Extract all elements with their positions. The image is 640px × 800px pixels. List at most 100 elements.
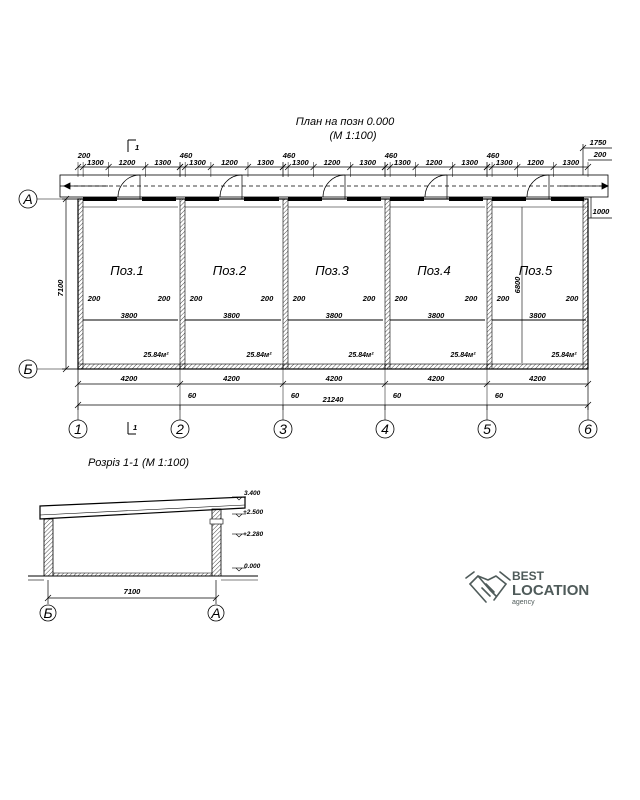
section-mark-top: [127, 139, 136, 152]
svg-text:А: А: [22, 191, 32, 207]
gate-swing: [526, 174, 550, 198]
top-dim-segment: 1300: [189, 158, 207, 167]
wall-left: [486, 198, 493, 370]
unit-area: 25.84м²: [245, 352, 272, 359]
axis-number: 3: [279, 421, 287, 437]
inner-dim-right: 200: [464, 294, 478, 303]
top-dim-segment: 1300: [257, 158, 275, 167]
wall-left: [282, 198, 289, 370]
module-dim: 4200: [325, 374, 344, 383]
wall-right: [582, 198, 589, 370]
axis-marker-5: 5: [477, 405, 497, 439]
dim-200-right: 200: [593, 150, 607, 159]
inner-dim-right: 200: [362, 294, 376, 303]
axis-marker-6: 6: [578, 405, 598, 439]
axis-number: 6: [584, 421, 592, 437]
inner-dim-left: 200: [292, 294, 306, 303]
wall-left: [77, 198, 84, 370]
logo-best: BEST: [512, 569, 545, 583]
top-dim-segment: 1300: [154, 158, 172, 167]
level-3400: 3.400: [244, 490, 261, 497]
unit-area: 25.84м²: [449, 352, 476, 359]
unit-area: 25.84м²: [550, 352, 577, 359]
wall-bottom: [282, 363, 386, 370]
plan-scale: (М 1:100): [329, 130, 376, 142]
section-level-marks: [232, 496, 246, 572]
joint-dim: 60: [188, 391, 197, 400]
height-left-label: 7100: [56, 279, 65, 297]
top-dim-segment: 1200: [527, 158, 545, 167]
top-dim-first: 460: [179, 151, 193, 160]
dim-1000: 1000: [593, 207, 611, 216]
handshake-icon: [465, 571, 511, 603]
axis-number: 4: [381, 421, 389, 437]
section-width-label: 7100: [124, 587, 142, 596]
inner-dim-right: 200: [157, 294, 171, 303]
top-dim-first: 200: [77, 151, 91, 160]
section-mark-top-label: 1: [135, 143, 139, 152]
logo-agency: agency: [512, 599, 535, 606]
wall-left: [179, 198, 186, 370]
top-dim-first: 460: [384, 151, 398, 160]
gate-swing: [424, 174, 448, 198]
inner-dim-left: 200: [87, 294, 101, 303]
section-title: Розріз 1-1 (М 1:100): [88, 457, 189, 469]
top-dim-segment: 1200: [119, 158, 137, 167]
axis-number: 1: [74, 421, 82, 437]
top-dim-segment: 1200: [221, 158, 239, 167]
wall-bottom: [486, 363, 589, 370]
inner-dim-left: 200: [189, 294, 203, 303]
gate-swing: [219, 174, 243, 198]
total-length-label: 21240: [322, 395, 345, 404]
unit-label: Поз.4: [417, 263, 450, 278]
section-axis-a: А: [207, 604, 225, 622]
top-dim-segment: 1300: [359, 158, 377, 167]
svg-text:А: А: [210, 605, 220, 621]
gate-swing: [117, 174, 141, 198]
inner-dim-span: 3800: [529, 311, 547, 320]
right-extra-dims: [579, 144, 612, 219]
canopy-arrows: [63, 182, 609, 190]
module-dim: 4200: [120, 374, 139, 383]
inner-dim-left: 200: [394, 294, 408, 303]
level-0000: 0.000: [244, 563, 261, 570]
axis-marker-4: 4: [375, 405, 395, 439]
top-dim-segment: 1200: [426, 158, 444, 167]
dim-tick: [74, 380, 82, 388]
level-2500: +2.500: [243, 509, 263, 516]
top-dim-segment: 1300: [292, 158, 310, 167]
top-dim-segment: 1200: [324, 158, 342, 167]
section-axis-b: Б: [39, 604, 57, 622]
joint-dim: 60: [495, 391, 504, 400]
units-group: Поз.1 25.84м² 200 200 3800 4200 Поз.2 25.84м² 20…: [77, 174, 589, 383]
unit-label: Поз.2: [213, 263, 247, 278]
svg-text:Б: Б: [43, 605, 52, 621]
section-mark-bottom-label: 1: [133, 423, 137, 432]
unit-area: 25.84м²: [347, 352, 374, 359]
top-dim-segment: 1300: [461, 158, 479, 167]
bottom-dimension-lines: [74, 369, 592, 410]
top-dim-segment: 1300: [394, 158, 412, 167]
axis-marker-3: 3: [273, 405, 293, 439]
wall-left: [384, 198, 391, 370]
top-dim-segment: 1300: [87, 158, 105, 167]
inner-dim-span: 3800: [223, 311, 241, 320]
inner-dim-span: 3800: [428, 311, 446, 320]
unit-label: Поз.1: [110, 263, 143, 278]
wall-bottom: [179, 363, 284, 370]
level-2280: +2.280: [243, 531, 263, 538]
unit-label: Поз.3: [315, 263, 349, 278]
logo-location: LOCATION: [512, 582, 589, 599]
inner-dim-left: 200: [496, 294, 510, 303]
inner-dim-right: 200: [260, 294, 274, 303]
axis-marker-1: 1: [68, 405, 88, 439]
outer-wall-outline: [77, 198, 589, 370]
wall-bottom: [77, 363, 181, 370]
plan-title: План на позн 0.000: [296, 116, 395, 128]
